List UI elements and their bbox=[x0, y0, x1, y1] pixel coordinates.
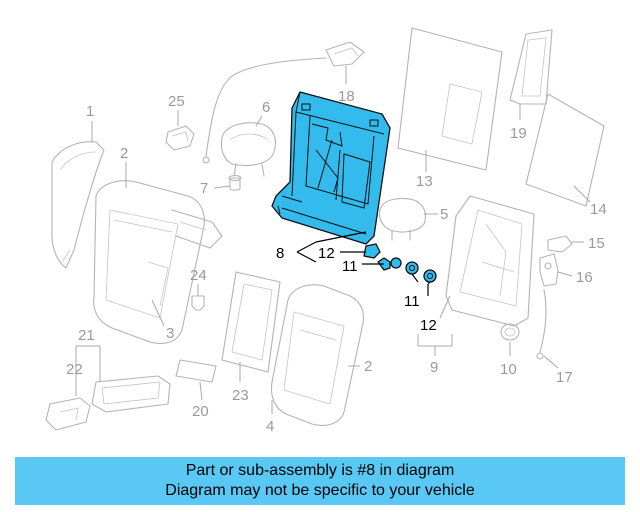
callout-24: 24 bbox=[190, 267, 207, 284]
callout-19: 19 bbox=[510, 125, 527, 142]
callout-2-upper: 2 bbox=[120, 145, 128, 162]
part-6-headrest bbox=[220, 115, 277, 177]
part-22-bracket bbox=[45, 397, 91, 431]
info-banner: Part or sub-assembly is #8 in diagram Di… bbox=[15, 457, 625, 505]
callout-15: 15 bbox=[588, 235, 605, 252]
callout-3: 3 bbox=[166, 325, 174, 342]
part-1-side-bolster bbox=[51, 121, 105, 269]
callout-9: 9 bbox=[430, 359, 438, 376]
callout-12-lower: 12 bbox=[420, 317, 437, 334]
callout-10: 10 bbox=[500, 361, 517, 378]
callout-18: 18 bbox=[338, 88, 355, 105]
callout-21: 21 bbox=[78, 327, 95, 344]
part-25-bracket bbox=[165, 110, 195, 151]
banner-line-2: Diagram may not be specific to your vehi… bbox=[165, 482, 475, 499]
callout-23: 23 bbox=[232, 387, 249, 404]
callout-6: 6 bbox=[262, 99, 270, 116]
part-14-carpet-panel bbox=[525, 93, 605, 207]
part-10-cap bbox=[500, 323, 520, 356]
part-20-trim-strip bbox=[175, 359, 217, 401]
part-2-left-seatback-pad bbox=[93, 162, 223, 345]
callout-leaders-8 bbox=[296, 231, 453, 356]
callout-13: 13 bbox=[416, 173, 433, 190]
callout-12-upper: 12 bbox=[318, 245, 335, 262]
part-2-right-seatback-pad bbox=[270, 284, 365, 427]
callout-25: 25 bbox=[168, 93, 185, 110]
part-8-seatback-frame bbox=[271, 91, 391, 245]
callout-4: 4 bbox=[266, 418, 274, 435]
banner-line-1: Part or sub-assembly is #8 in diagram bbox=[185, 462, 455, 479]
callout-11-right: 11 bbox=[404, 293, 420, 310]
part-16-latch bbox=[539, 253, 573, 287]
part-8-fasteners bbox=[363, 243, 437, 283]
part-15-clip bbox=[547, 235, 584, 253]
callout-1: 1 bbox=[86, 103, 94, 120]
part-17-cable bbox=[536, 289, 559, 369]
callout-20: 20 bbox=[192, 403, 209, 420]
callout-2-lower: 2 bbox=[364, 358, 372, 375]
part-9-right-seatback bbox=[439, 195, 535, 327]
part-23-armrest bbox=[221, 271, 281, 382]
callout-11-left: 11 bbox=[342, 258, 358, 275]
callout-8: 8 bbox=[276, 245, 284, 262]
callout-5: 5 bbox=[440, 206, 448, 223]
callout-22: 22 bbox=[66, 361, 83, 378]
part-5-headrest bbox=[378, 197, 438, 241]
part-18-release-cable bbox=[202, 41, 365, 164]
callout-14: 14 bbox=[590, 201, 607, 218]
callout-17: 17 bbox=[556, 369, 573, 386]
part-13-back-panel bbox=[397, 27, 503, 172]
part-24-pin bbox=[191, 284, 205, 311]
part-7-guide bbox=[213, 174, 242, 191]
callout-7: 7 bbox=[200, 180, 208, 197]
part-19-trim-frame bbox=[509, 29, 553, 120]
callout-16: 16 bbox=[576, 269, 593, 286]
part-8-frame-body bbox=[271, 91, 391, 245]
parts-diagram: 1 2 3 25 6 7 18 13 19 14 5 15 16 17 10 9… bbox=[45, 27, 607, 435]
part-21-bracket-assembly bbox=[75, 345, 171, 413]
